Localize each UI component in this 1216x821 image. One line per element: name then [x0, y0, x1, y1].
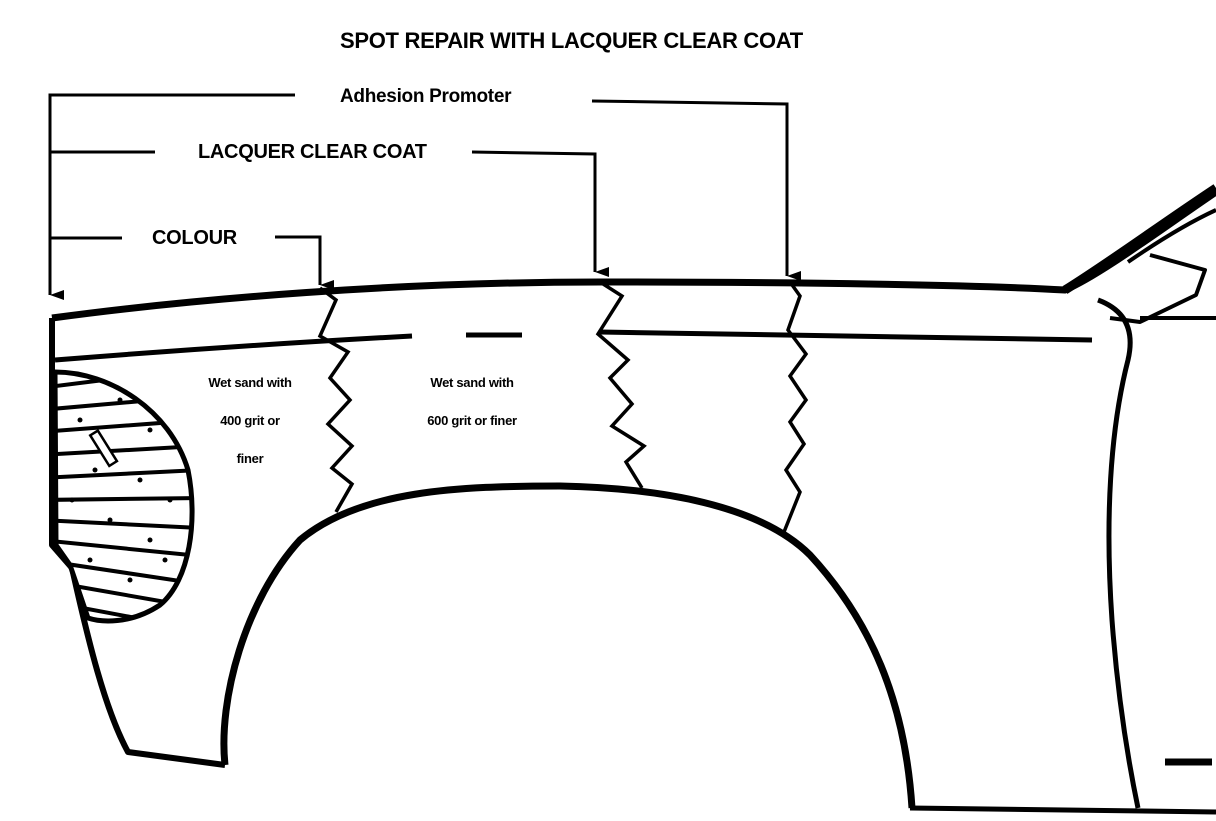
- colour-repair-boundary: [317, 286, 355, 513]
- diagram-title: SPOT REPAIR WITH LACQUER CLEAR COAT: [340, 28, 803, 53]
- lacquer-clear-coat-label: LACQUER CLEAR COAT: [198, 141, 427, 163]
- adhesion-promoter-leader: [48, 93, 801, 300]
- colour-zone-note-line: finer: [236, 451, 264, 466]
- colour-zone-note-line: 400 grit or: [220, 413, 280, 428]
- wheel-arch: [220, 482, 916, 809]
- colour-zone-sanding-note: Wet sand with 400 grit or finer: [186, 364, 314, 478]
- clear-zone-note-line: 600 grit or finer: [427, 413, 517, 428]
- clear-coat-repair-boundary: [595, 280, 647, 489]
- rocker-panel-line: [909, 805, 1216, 815]
- damage-scratch-mark: [88, 428, 119, 468]
- lacquer-clear-coat-leader: [50, 150, 609, 277]
- body-crease-right: [599, 329, 1093, 343]
- colour-label: COLOUR: [152, 227, 237, 249]
- clear-zone-note-line: Wet sand with: [430, 375, 514, 390]
- body-crease-line: [54, 333, 413, 363]
- colour-leader: [50, 235, 334, 290]
- colour-zone-note-line: Wet sand with: [208, 375, 292, 390]
- damage-area: [52, 369, 195, 624]
- a-pillar-inner: [1126, 208, 1216, 264]
- adhesion-promoter-label: Adhesion Promoter: [340, 86, 512, 107]
- a-pillar-outer: [1062, 184, 1216, 294]
- mirror-outline: [1109, 253, 1207, 324]
- adhesion-promoter-boundary: [782, 280, 809, 533]
- clear-zone-sanding-note: Wet sand with 600 grit or finer: [402, 364, 542, 440]
- door-front-edge: [1097, 297, 1141, 809]
- fender-top-edge: [51, 189, 1216, 322]
